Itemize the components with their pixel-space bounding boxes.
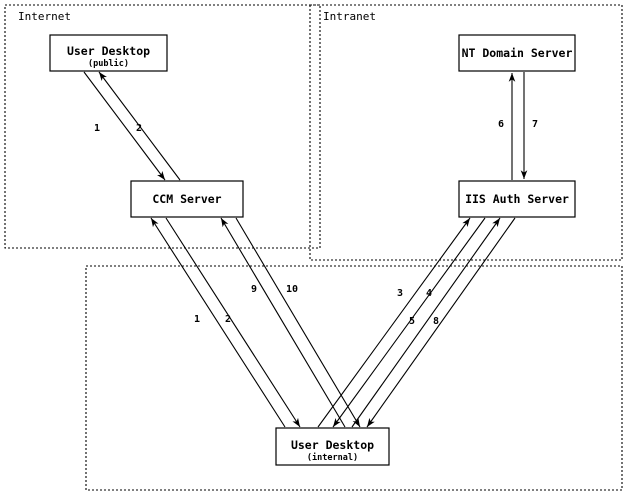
edge-label-group: 1 2 1 2 9 10 3 4 5 8 6 7: [94, 119, 538, 327]
edge-label-6: 6: [498, 119, 504, 130]
edge-label-5: 5: [409, 316, 415, 327]
edge-5-line: [351, 217, 501, 428]
node-group: User Desktop (public) CCM Server NT Doma…: [49, 34, 576, 466]
node-ccm-server[interactable]: CCM Server: [130, 180, 244, 218]
edge-label-9: 9: [251, 284, 257, 295]
zone-group: Internet Intranet: [4, 4, 623, 491]
node-user-desktop-internal[interactable]: User Desktop (internal): [275, 427, 390, 466]
node-user-desktop-internal-title: User Desktop: [291, 438, 374, 452]
edge-2-internal-line: [165, 217, 301, 428]
zone-internal-network-border: [85, 265, 623, 491]
node-iis-auth-server-title: IIS Auth Server: [465, 192, 569, 206]
edge-9-line: [220, 217, 346, 428]
edge-8-line: [366, 217, 516, 428]
edge-label-8: 8: [433, 316, 439, 327]
node-user-desktop-internal-subtitle: (internal): [307, 452, 358, 463]
node-nt-domain-server-title: NT Domain Server: [462, 46, 573, 60]
node-iis-auth-server-box[interactable]: [458, 180, 576, 218]
node-user-desktop-public-title: User Desktop: [67, 44, 150, 58]
zone-intranet: Intranet: [309, 4, 623, 261]
zone-internet-label: Internet: [18, 10, 71, 23]
node-user-desktop-public-box[interactable]: [49, 34, 168, 72]
edge-label-4: 4: [426, 288, 432, 299]
zone-intranet-border: [309, 4, 623, 261]
edge-4-line: [332, 217, 486, 428]
edge-10-line: [235, 217, 361, 428]
edge-label-7: 7: [532, 119, 538, 130]
zone-internet-border: [4, 4, 321, 249]
edge-1-internal-line: [150, 217, 286, 428]
node-user-desktop-internal-box[interactable]: [275, 427, 390, 466]
edge-label-10: 10: [286, 284, 298, 295]
zone-internal-network: [85, 265, 623, 491]
edge-label-2-public: 2: [136, 123, 142, 134]
edge-2-public-line: [98, 71, 181, 181]
node-nt-domain-server-box[interactable]: [458, 34, 576, 72]
edge-3-line: [317, 217, 471, 428]
edge-label-2-internal: 2: [225, 314, 231, 325]
node-nt-domain-server[interactable]: NT Domain Server: [458, 34, 576, 72]
edge-1-public-line: [83, 71, 166, 181]
node-ccm-server-box[interactable]: [130, 180, 244, 218]
edge-label-1-public: 1: [94, 123, 100, 134]
node-iis-auth-server[interactable]: IIS Auth Server: [458, 180, 576, 218]
edge-label-1-internal: 1: [194, 314, 200, 325]
zone-internet: Internet: [4, 4, 321, 249]
node-ccm-server-title: CCM Server: [152, 192, 221, 206]
node-user-desktop-public-subtitle: (public): [88, 58, 129, 69]
edge-group: [83, 71, 528, 428]
zone-intranet-label: Intranet: [323, 10, 376, 23]
node-user-desktop-public[interactable]: User Desktop (public): [49, 34, 168, 72]
edge-label-3: 3: [397, 288, 403, 299]
